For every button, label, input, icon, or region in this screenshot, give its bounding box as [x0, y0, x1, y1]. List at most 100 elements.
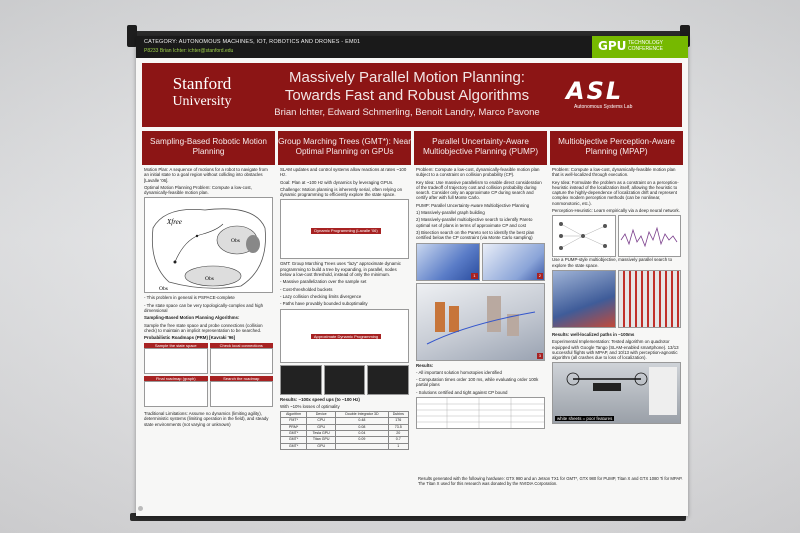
gpu-screenshot: [367, 364, 410, 395]
dp-label: Dynamic Programming (Lavalle '06): [311, 228, 381, 234]
limitations-text: Traditional Limitations: Assume no dynam…: [144, 411, 269, 427]
paragraph: Challenge: Motion planning is inherently…: [280, 186, 403, 198]
column-heading: Parallel Uncertainty-Aware Multiobjectiv…: [414, 131, 547, 165]
poster-authors: Brian Ichter, Edward Schmerling, Benoit …: [274, 107, 540, 118]
poster-hanger-bottom: [130, 513, 686, 521]
bullet: - This problem in general is PSPACE-comp…: [144, 295, 235, 301]
gtc-logo-main: GPU: [598, 39, 627, 53]
neural-net-graphic: [559, 222, 607, 251]
state-space-figures: [552, 269, 681, 328]
cp-results-table-figure: [416, 397, 545, 430]
paragraph: Problem: Compute a low-cost, dynamically…: [552, 167, 676, 178]
column-gmt: Group Marching Trees (GMT*): Near Optima…: [278, 131, 411, 509]
table-cell: GMT*: [279, 430, 308, 438]
obs-label: Obs: [205, 276, 214, 282]
column-heading: Sampling-Based Robotic Motion Planning: [142, 131, 275, 165]
title-line-1: Massively Parallel Motion Planning:: [289, 69, 525, 86]
result-item: - Solutions certified and tight against …: [416, 389, 508, 395]
adp-label: Approximate Dynamic Programming: [311, 333, 381, 339]
prm-panel-label: Search the roadmap: [209, 375, 273, 382]
column-pump: Parallel Uncertainty-Aware Multiobjectiv…: [414, 131, 547, 509]
asl-logo: ASL Autonomous Systems Lab: [566, 77, 670, 113]
table-header-row: Algorithm Device Double Integrator 3D Du…: [279, 411, 410, 419]
prm-panel-image: [209, 347, 273, 374]
pump-figures-top: 1 2: [416, 242, 545, 281]
xfree-label: Xfree: [166, 218, 182, 226]
photo-caption: white sheets = poor features: [555, 416, 615, 422]
adp-figure: Approximate Dynamic Programming: [280, 308, 409, 363]
table-row: GMT* GPU 1: [279, 442, 410, 450]
obs-label: Obs: [231, 238, 240, 244]
heatmap-figure: [617, 269, 681, 328]
results-sub: With ~10% losses of optimality: [280, 403, 340, 409]
experiment-text: Experimental Implementation: Tested algo…: [552, 339, 679, 361]
table-cell: 20: [387, 430, 410, 438]
asl-logo-text: ASL: [566, 77, 624, 105]
bullet: - The state space can be very topologica…: [144, 302, 264, 314]
cp-table-grid: [417, 398, 544, 429]
category-bar: CATEGORY: AUTONOMOUS MACHINES, IOT, ROBO…: [136, 36, 688, 58]
results-text: Results: ~100x speed ups (to ~100 Hz): [280, 396, 360, 402]
title-line-2: Towards Fast and Robust Algorithms: [284, 87, 530, 104]
column-body: Motion Plan: A sequence of motions for a…: [142, 165, 275, 431]
gpu-screenshot: [323, 364, 366, 395]
column-body: Problem: Compute a low-cost, dynamically…: [550, 165, 683, 428]
paragraph: Goal: Plan at ~100 Hz with dynamics by l…: [280, 179, 394, 185]
pump-3d-scene: [426, 295, 536, 345]
bullet: - Paths have provably bounded suboptimal…: [280, 301, 368, 307]
paragraph: Use a PUMP-style multiobjective, massive…: [552, 257, 673, 268]
bullet: - Lazy collision checking limits diverge…: [280, 293, 362, 299]
quadrotor-graphic: [566, 367, 677, 416]
prm-panel-label: Final roadmap (graph): [144, 375, 208, 382]
prm-panel-image: [209, 381, 273, 408]
step: 2) Massively-parallel multiobjective sea…: [416, 217, 533, 228]
step: 3) Bisection search on the Pareto set to…: [416, 229, 535, 241]
table-cell: 176: [387, 417, 410, 425]
obs-label: Obs: [159, 286, 168, 292]
paragraph: Optimal Motion Planning Problem: Compute…: [144, 184, 252, 196]
column-heading: Multiobjective Perception-Aware Planning…: [550, 131, 683, 165]
research-poster: CATEGORY: AUTONOMOUS MACHINES, IOT, ROBO…: [136, 36, 688, 516]
paragraph: PUMP: Parallel Uncertainty-Aware Multiob…: [416, 202, 530, 208]
category-text: CATEGORY: AUTONOMOUS MACHINES, IOT, ROBO…: [144, 39, 361, 45]
paragraph: Perception-Heuristic: Learn empirically …: [552, 208, 680, 214]
university-word: University: [172, 94, 232, 109]
sub-heading: Sampling-Based Motion Planning Algorithm…: [144, 315, 240, 321]
table-cell: PRM*: [279, 423, 308, 432]
signal-plot-graphic: [620, 226, 677, 248]
poster-title: Massively Parallel Motion Planning: Towa…: [242, 69, 572, 105]
column-sampling-based: Sampling-Based Robotic Motion Planning M…: [142, 131, 275, 509]
stanford-word: Stanford: [172, 74, 232, 93]
figure-number: 2: [536, 273, 543, 279]
figure-number: 1: [471, 273, 478, 279]
figure-number: 3: [536, 353, 543, 359]
column-heading: Group Marching Trees (GMT*): Near Optima…: [278, 131, 411, 165]
paragraph: GMT: Group Marching Trees uses "lazy" ap…: [280, 261, 401, 278]
table-header: Dubins: [387, 411, 410, 419]
network-diagram: [552, 215, 616, 258]
gtc-logo: GPU TECHNOLOGY CONFERENCE: [592, 36, 688, 58]
graph-building-figure: 1: [416, 242, 480, 281]
paragraph: Key Idea: Formulate the problem as a con…: [552, 179, 679, 206]
paragraph: Motion Plan: A sequence of motions for a…: [144, 167, 268, 183]
table-row: GMT* Titan GPU 0.09 0.7: [279, 436, 410, 444]
prm-figure-grid: Sample the state space Check local conne…: [144, 342, 273, 408]
gpu-screenshot: [280, 364, 322, 395]
prm-panel-label: Check local connections: [209, 342, 273, 348]
table-row: GMT* Tesla GPU 0.04 20: [279, 430, 410, 438]
state-space-figure: Xfree Obs Obs Obs: [144, 197, 273, 294]
prm-panel: Final roadmap (graph): [144, 375, 208, 408]
table-cell: GMT*: [279, 436, 308, 444]
paragraph: SLAM updates and control systems allow r…: [280, 167, 407, 178]
paragraph: Problem: Compute a low-cost, dynamically…: [416, 167, 540, 178]
table-row: FMT* CPU 0.48 176: [279, 417, 410, 425]
table-cell: 0.7: [387, 436, 410, 444]
hardware-note: Results generated with the following har…: [418, 476, 683, 486]
prm-panel-image: [144, 347, 208, 374]
result-item: - All important solution homotopies iden…: [416, 369, 502, 375]
stanford-logo: Stanford University: [156, 75, 248, 111]
column-body: SLAM updates and control systems allow r…: [278, 165, 411, 452]
city-scene-figure: [552, 269, 616, 328]
table-cell: GMT*: [279, 442, 308, 450]
step: 1) Massively-parallel graph building: [416, 210, 485, 216]
